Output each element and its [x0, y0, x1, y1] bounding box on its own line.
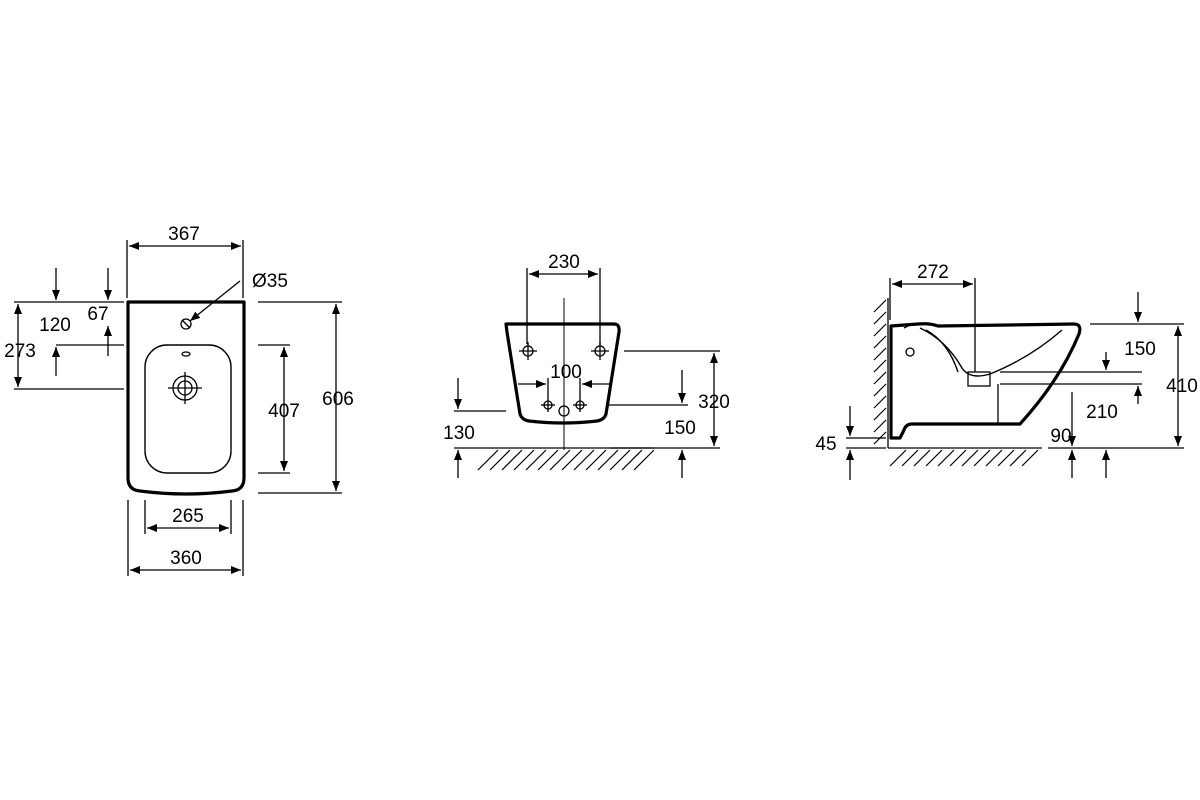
dim-90: 90 — [1050, 426, 1071, 447]
hatch-stroke — [961, 449, 979, 467]
hatch-stroke — [873, 419, 887, 433]
hatch-stroke — [561, 449, 583, 471]
hatch-stroke — [609, 449, 631, 471]
drain-hole — [558, 405, 570, 417]
dim-273: 273 — [4, 341, 36, 362]
hatch-stroke — [501, 449, 523, 471]
dim-bolt-spacing: 230 — [548, 252, 580, 273]
hatch-stroke — [937, 449, 955, 467]
hatch-stroke — [925, 449, 943, 467]
bowl-curve — [919, 327, 1063, 377]
side-outline — [889, 322, 1082, 440]
dim-inner-length: 407 — [268, 401, 300, 422]
dim-inner-width: 265 — [172, 506, 204, 527]
dim-width-bottom: 360 — [170, 548, 202, 569]
dim-total-length: 606 — [322, 389, 354, 410]
fixing-hole — [905, 347, 915, 357]
hatch-stroke — [489, 449, 511, 471]
floor-hatch — [477, 449, 655, 471]
side-view: 272 150 410 210 90 45 — [815, 262, 1198, 480]
dim-hole-diameter: Ø35 — [252, 271, 288, 292]
top-view: 367 Ø35 120 67 273 407 606 265 — [4, 224, 354, 576]
hatch-stroke — [873, 407, 887, 421]
hatch-stroke — [633, 449, 655, 471]
dim-depth-272: 272 — [917, 262, 949, 283]
hatch-stroke — [873, 299, 887, 313]
dim-inlet-height: 150 — [664, 418, 696, 439]
hatch-stroke — [913, 449, 931, 467]
hatch-stroke — [1021, 449, 1039, 467]
hatch-stroke — [997, 449, 1015, 467]
hatch-stroke — [889, 449, 907, 467]
dim-width-top: 367 — [168, 224, 200, 245]
dim-bolt-height: 320 — [698, 392, 730, 413]
hatch-stroke — [477, 449, 499, 471]
drain-stub — [967, 371, 991, 387]
hatch-stroke — [873, 395, 887, 409]
dim-120: 120 — [39, 315, 71, 336]
front-view: 230 100 320 150 130 — [443, 252, 730, 478]
wall-hatch — [873, 299, 887, 445]
hatch-stroke — [525, 449, 547, 471]
hatch-stroke — [549, 449, 571, 471]
hatch-stroke — [1009, 449, 1027, 467]
hatch-stroke — [585, 449, 607, 471]
front-outline — [504, 322, 621, 425]
hatch-stroke — [873, 323, 887, 337]
hatch-stroke — [973, 449, 991, 467]
dim-total-height: 410 — [1166, 376, 1198, 397]
hatch-stroke — [873, 371, 887, 385]
dim-67: 67 — [87, 304, 108, 325]
dim-150: 150 — [1124, 339, 1156, 360]
floor-hatch-side — [889, 449, 1039, 467]
inner-bowl — [144, 344, 232, 474]
hatch-stroke — [873, 335, 887, 349]
hatch-stroke — [537, 449, 559, 471]
overflow-hole — [181, 351, 191, 357]
hatch-stroke — [573, 449, 595, 471]
hatch-stroke — [873, 311, 887, 325]
bidet-outline — [126, 300, 246, 496]
tap-hole — [180, 318, 192, 330]
hatch-stroke — [873, 347, 887, 361]
dim-inlet-spacing: 100 — [550, 362, 582, 383]
hatch-stroke — [621, 449, 643, 471]
hatch-stroke — [597, 449, 619, 471]
hatch-stroke — [873, 359, 887, 373]
hatch-stroke — [985, 449, 1003, 467]
dim-floor-clearance: 130 — [443, 423, 475, 444]
hatch-stroke — [513, 449, 535, 471]
dim-210: 210 — [1086, 402, 1118, 423]
hatch-stroke — [949, 449, 967, 467]
hatch-stroke — [901, 449, 919, 467]
dim-45: 45 — [815, 434, 836, 455]
hatch-stroke — [873, 383, 887, 397]
